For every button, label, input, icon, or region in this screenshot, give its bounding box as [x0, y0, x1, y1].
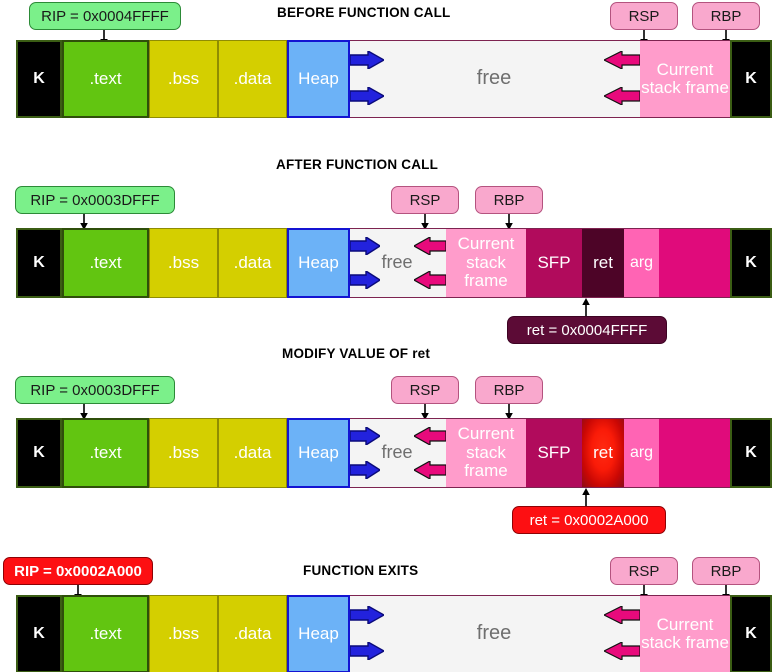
- rip-callout-after: RIP = 0x0003DFFF: [15, 186, 175, 214]
- segment-kernel-low: K: [16, 228, 62, 298]
- segment-kernel-high: K: [730, 40, 772, 118]
- stack-grow-arrow-icon: [604, 606, 640, 624]
- ret-callout-leader-arrow-after: [580, 298, 592, 316]
- heap-grow-arrow-icon: [350, 427, 380, 445]
- segment-text: .text: [62, 418, 149, 488]
- segment-free: free: [384, 595, 604, 672]
- panel-title-function-exits: FUNCTION EXITS: [303, 563, 419, 578]
- ret-callout-leader-arrow-modify: [580, 488, 592, 506]
- panel-title-before-function-call: BEFORE FUNCTION CALL: [277, 5, 451, 20]
- memory-strip-before: K .text .bss .data Heap free: [16, 40, 772, 118]
- panel-title-after-function-call: AFTER FUNCTION CALL: [276, 157, 439, 172]
- stack-grow-arrow-icon-2: [604, 87, 640, 105]
- stack-growth-arrows-exits: [604, 595, 640, 672]
- segment-sfp: SFP: [526, 228, 582, 298]
- rbp-callout-exits: RBP: [692, 557, 760, 585]
- heap-grow-arrow-icon-2: [350, 642, 384, 660]
- rsp-callout-modify: RSP: [391, 376, 459, 404]
- stack-growth-arrows-before: [604, 40, 640, 118]
- segment-ret: ret: [582, 228, 624, 298]
- rip-leader-arrow-modify: [78, 404, 90, 420]
- memory-strip-modify: K .text .bss .data Heap free: [16, 418, 772, 488]
- segment-heap: Heap: [287, 228, 350, 298]
- segment-free: free: [384, 40, 604, 118]
- segment-bss: .bss: [149, 418, 218, 488]
- stack-growth-arrows-modify: [414, 418, 446, 488]
- heap-growth-arrows-exits: [350, 595, 384, 672]
- segment-text: .text: [62, 595, 149, 672]
- heap-grow-arrow-icon: [350, 606, 384, 624]
- segment-kernel-high: K: [730, 595, 772, 672]
- heap-grow-arrow-icon-2: [350, 271, 380, 289]
- segment-kernel-high: K: [730, 418, 772, 488]
- heap-growth-arrows-before: [350, 40, 384, 118]
- segment-bss: .bss: [149, 40, 218, 118]
- rbp-callout-modify: RBP: [475, 376, 543, 404]
- segment-data: .data: [218, 595, 287, 672]
- segment-arg: arg: [624, 418, 659, 488]
- segment-heap: Heap: [287, 595, 350, 672]
- segment-ret: ret: [582, 418, 624, 488]
- memory-strip-exits: K .text .bss .data Heap free: [16, 595, 772, 672]
- rbp-leader-arrow-after: [503, 214, 515, 230]
- panel-title-modify-value-of-ret: MODIFY VALUE OF ret: [282, 346, 431, 361]
- rbp-callout-before: RBP: [692, 2, 760, 30]
- segment-data: .data: [218, 228, 287, 298]
- segment-kernel-low: K: [16, 595, 62, 672]
- rbp-leader-arrow-modify: [503, 404, 515, 420]
- segment-heap: Heap: [287, 418, 350, 488]
- heap-grow-arrow-icon: [350, 237, 380, 255]
- segment-data: .data: [218, 40, 287, 118]
- segment-current-stack-frame: Current stack frame: [446, 228, 526, 298]
- segment-current-stack-frame: Current stack frame: [640, 40, 730, 118]
- segment-arg: arg: [624, 228, 659, 298]
- segment-kernel-low: K: [16, 418, 62, 488]
- rsp-callout-exits: RSP: [610, 557, 678, 585]
- rsp-leader-arrow-after: [419, 214, 431, 230]
- stack-grow-arrow-icon: [414, 237, 446, 255]
- rip-leader-arrow-after: [78, 214, 90, 230]
- segment-sfp: SFP: [526, 418, 582, 488]
- stack-grow-arrow-icon: [604, 51, 640, 69]
- rsp-leader-arrow-modify: [419, 404, 431, 420]
- segment-heap: Heap: [287, 40, 350, 118]
- segment-free: free: [380, 418, 414, 488]
- segment-text: .text: [62, 228, 149, 298]
- heap-grow-arrow-icon: [350, 51, 384, 69]
- segment-current-stack-frame: Current stack frame: [640, 595, 730, 672]
- segment-data: .data: [218, 418, 287, 488]
- rip-callout-exits: RIP = 0x0002A000: [3, 557, 153, 585]
- heap-grow-arrow-icon-2: [350, 87, 384, 105]
- stack-growth-arrows-after: [414, 228, 446, 298]
- segment-bss: .bss: [149, 228, 218, 298]
- stack-grow-arrow-icon-2: [414, 461, 446, 479]
- segment-current-stack-frame: Current stack frame: [446, 418, 526, 488]
- ret-callout-modify: ret = 0x0002A000: [512, 506, 666, 534]
- heap-growth-arrows-modify: [350, 418, 380, 488]
- segment-kernel-low: K: [16, 40, 62, 118]
- rip-callout-modify: RIP = 0x0003DFFF: [15, 376, 175, 404]
- rsp-callout-after: RSP: [391, 186, 459, 214]
- segment-kernel-high: K: [730, 228, 772, 298]
- stack-grow-arrow-icon-2: [414, 271, 446, 289]
- rbp-callout-after: RBP: [475, 186, 543, 214]
- segment-stack-fill: [659, 418, 730, 488]
- memory-strip-after: K .text .bss .data Heap free: [16, 228, 772, 298]
- segment-bss: .bss: [149, 595, 218, 672]
- segment-stack-fill: [659, 228, 730, 298]
- rip-callout-before: RIP = 0x0004FFFF: [29, 2, 181, 30]
- heap-growth-arrows-after: [350, 228, 380, 298]
- segment-text: .text: [62, 40, 149, 118]
- segment-free: free: [380, 228, 414, 298]
- stack-grow-arrow-icon-2: [604, 642, 640, 660]
- heap-grow-arrow-icon-2: [350, 461, 380, 479]
- ret-callout-after: ret = 0x0004FFFF: [507, 316, 667, 344]
- rsp-callout-before: RSP: [610, 2, 678, 30]
- stack-grow-arrow-icon: [414, 427, 446, 445]
